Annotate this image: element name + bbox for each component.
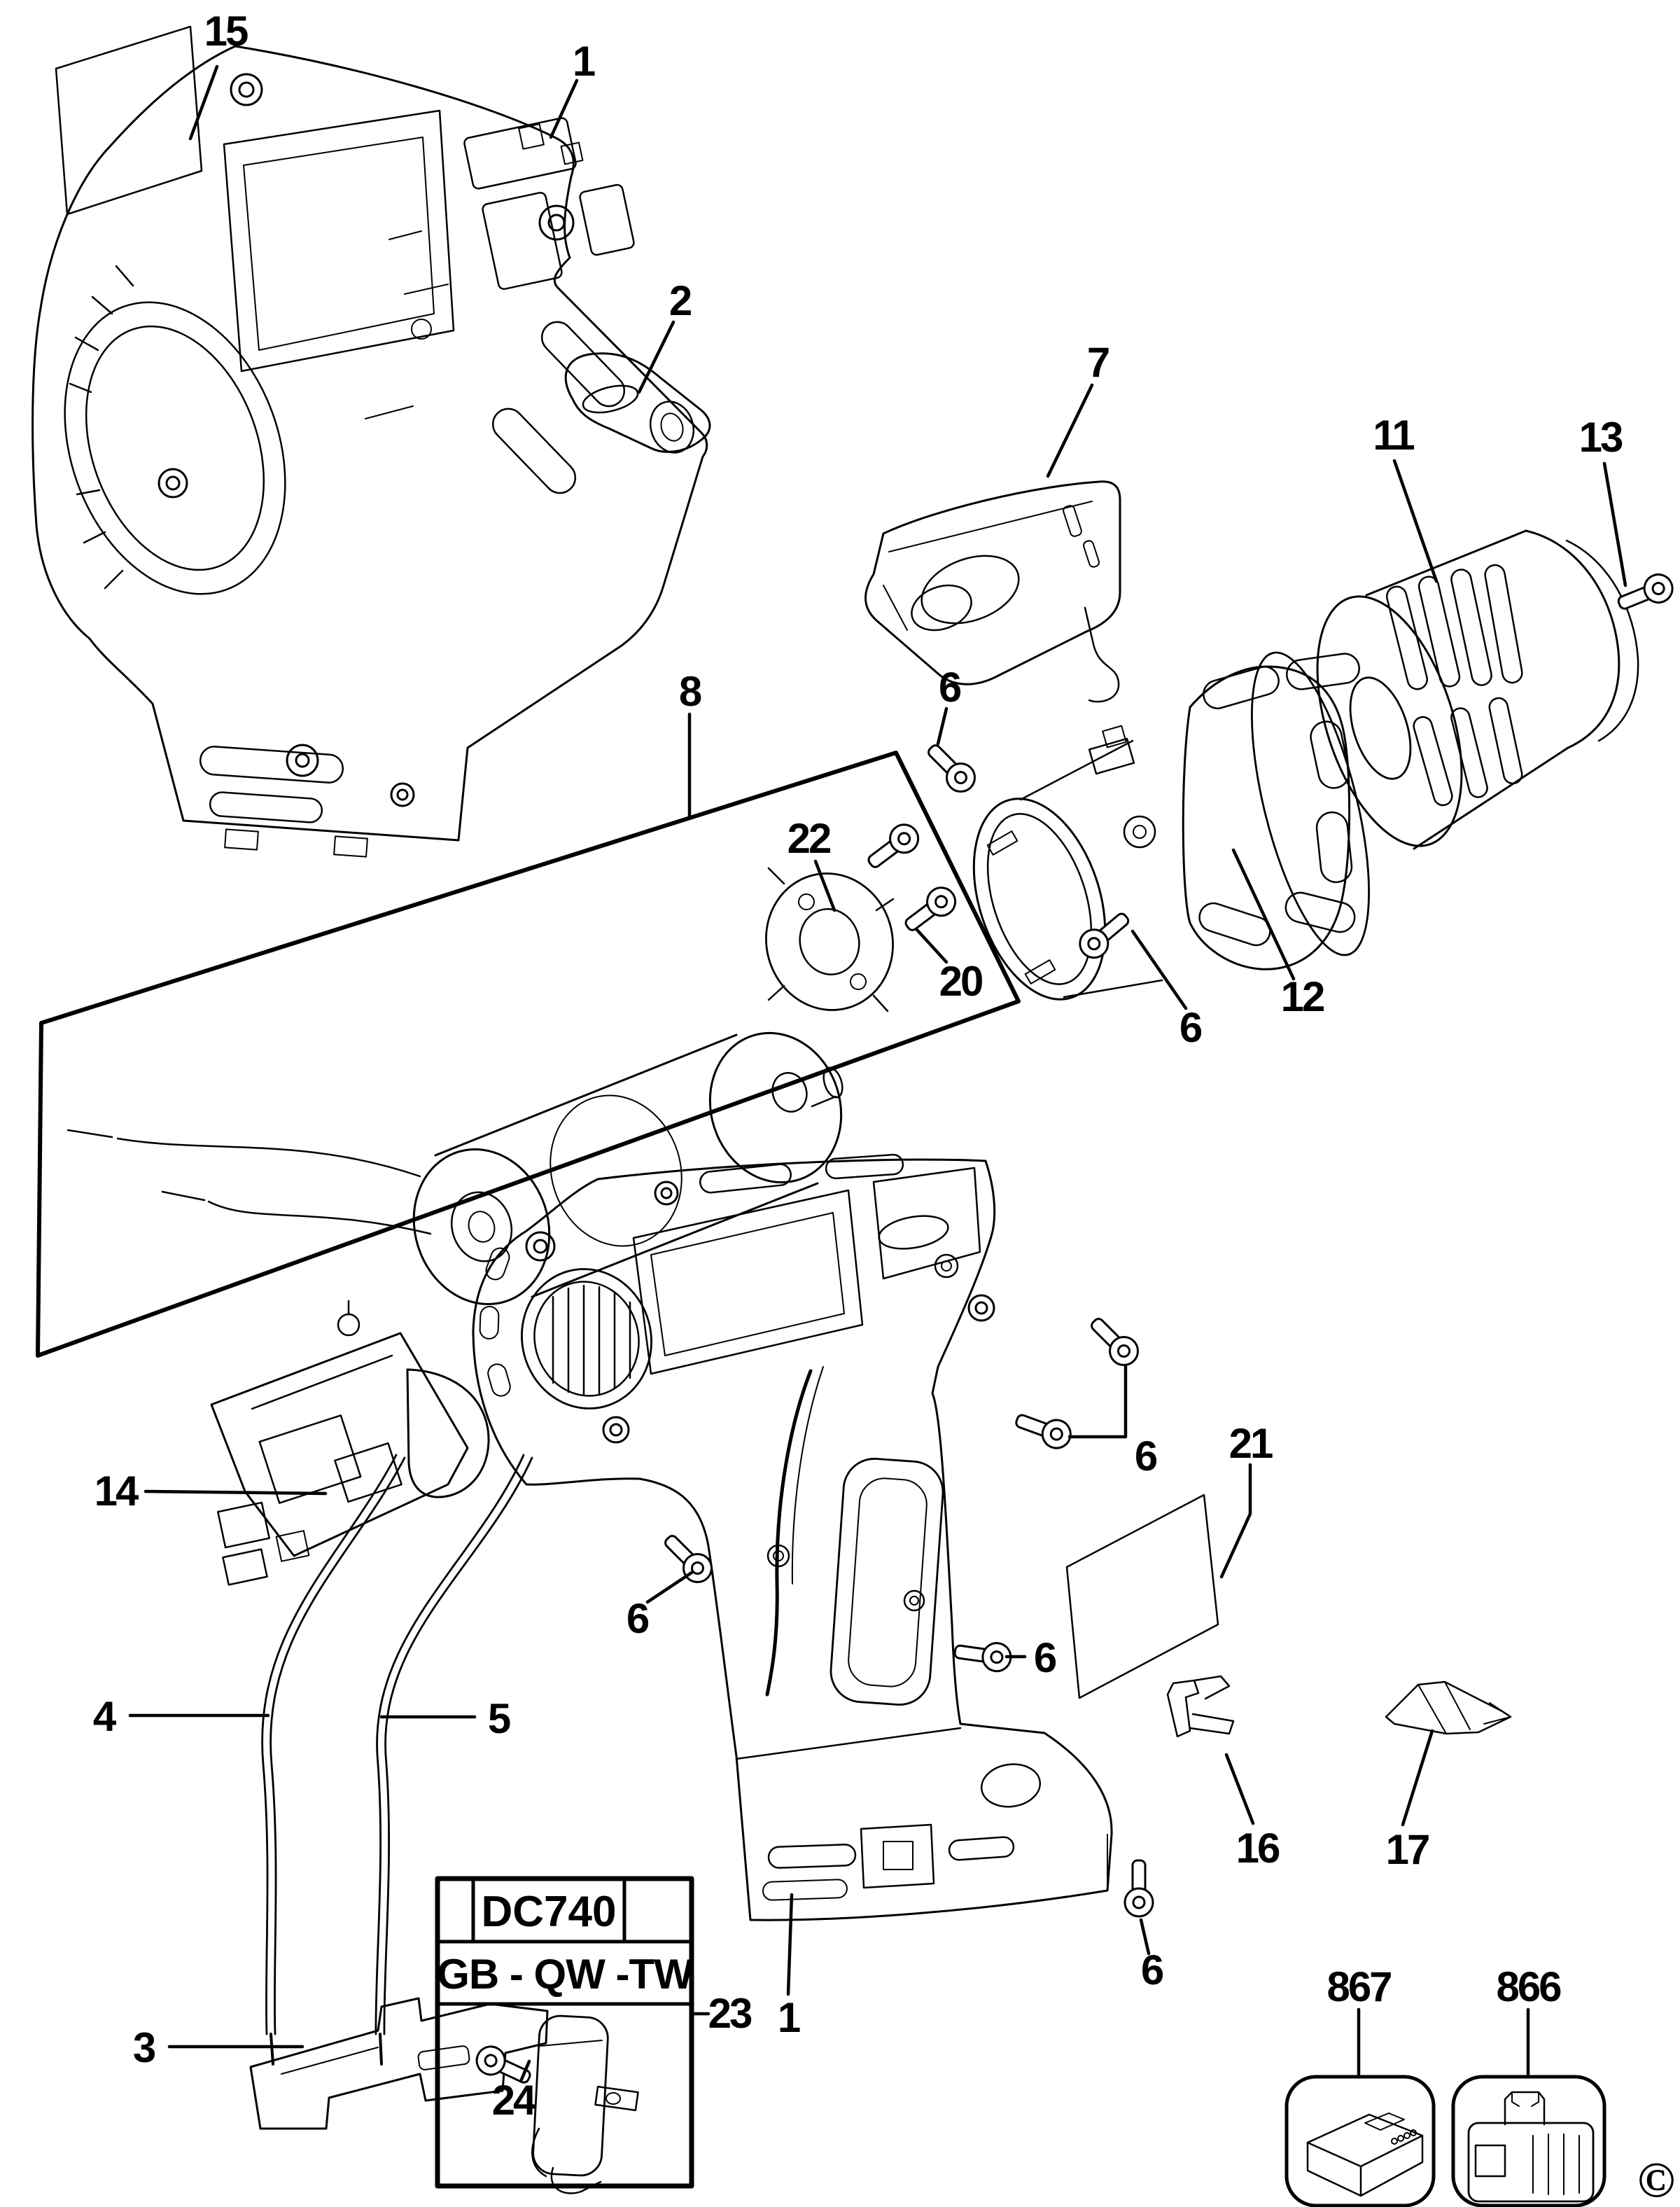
chuck-drawing (1316, 529, 1639, 850)
end-plate-screw-b (898, 881, 962, 940)
callout-15: 15 (204, 8, 249, 55)
upper-housing-drawing (31, 45, 708, 858)
callout-11: 11 (1373, 412, 1415, 459)
callout-13: 13 (1578, 414, 1624, 461)
callout-21: 21 (1228, 1420, 1274, 1467)
callout-6-top: 6 (938, 664, 962, 711)
callout-866: 866 (1496, 1963, 1562, 2010)
screw-pair-b-drawing (1011, 1405, 1076, 1454)
motor-end-plate-drawing (765, 867, 895, 1012)
belt-clip-drawing (564, 352, 711, 454)
callout-3: 3 (132, 2024, 156, 2071)
callout-867: 867 (1326, 1963, 1392, 2010)
model-number-text: DC740 (481, 1887, 617, 1936)
callout-6-pair: 6 (1134, 1433, 1158, 1480)
model-plate-box (435, 1876, 694, 2194)
gearbox-drawing (972, 651, 1370, 1001)
callout-4: 4 (92, 1693, 116, 1740)
callout-22: 22 (787, 815, 832, 862)
callout-20: 20 (939, 958, 984, 1005)
callout-7: 7 (1086, 339, 1110, 386)
wire-right-drawing (374, 1454, 533, 2066)
callout-5: 5 (487, 1695, 511, 1742)
callout-6-gearbox: 6 (1179, 1004, 1203, 1051)
leader-lines (128, 64, 1628, 2082)
screw-grip-right-drawing (952, 1636, 1014, 1674)
label-sticker-bottom-drawing (1065, 1494, 1219, 1699)
motor-drawing (66, 1031, 844, 1305)
charger-box (1284, 2075, 1436, 2207)
callout-2: 2 (668, 277, 692, 324)
screw-bottom-drawing (1124, 1859, 1154, 1918)
lower-housing-drawing (472, 1153, 1113, 1921)
motor-assembly-box-drawing (36, 751, 1021, 1358)
callout-1-bottom: 1 (777, 1994, 801, 2041)
spring-clip-drawing (1166, 1675, 1235, 1738)
screw-grip-left-drawing (657, 1527, 719, 1589)
callout-24: 24 (491, 2077, 537, 2124)
callout-6-bottom: 6 (1140, 1947, 1164, 1993)
callout-6-grip-right: 6 (1033, 1634, 1057, 1681)
screw-pair-a-drawing (1083, 1310, 1145, 1372)
copyright-symbol: © (1637, 2152, 1675, 2207)
callout-1-top: 1 (572, 38, 596, 85)
callout-14: 14 (94, 1468, 139, 1515)
bracket-drawing (249, 1997, 549, 2130)
callout-12: 12 (1280, 973, 1326, 1020)
switch-drawing (210, 1300, 490, 1586)
fwd-rev-slider-drawing (864, 480, 1121, 703)
wire-left-drawing (261, 1454, 406, 2066)
callout-6-grip-left: 6 (626, 1595, 650, 1642)
callout-17: 17 (1385, 1826, 1431, 1873)
screwdriver-bit-drawing (1385, 1680, 1512, 1735)
label-sticker-top-drawing (55, 25, 203, 216)
battery-box (1451, 2075, 1606, 2207)
callout-23: 23 (708, 1990, 753, 2037)
callout-16: 16 (1236, 1825, 1281, 1872)
region-codes-text: GB - QW -TW (437, 1950, 694, 1998)
screw-top-drawing (920, 737, 982, 799)
end-plate-screw-a (861, 818, 925, 877)
callout-8: 8 (678, 668, 702, 715)
